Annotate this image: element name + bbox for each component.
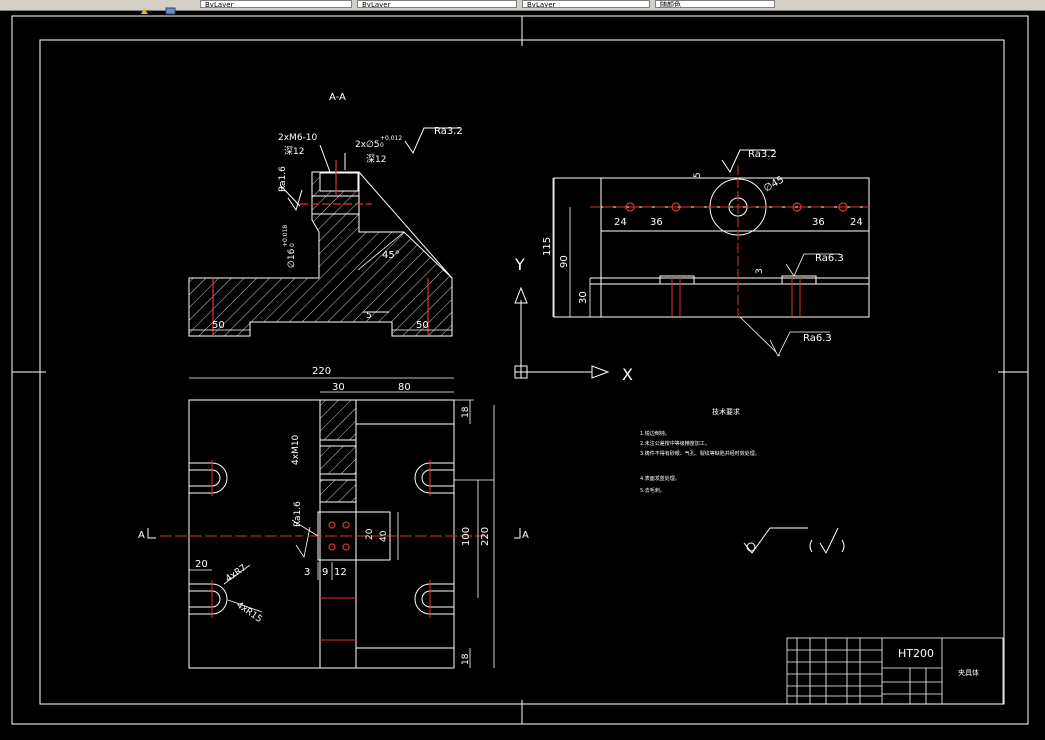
note-3: 3.铸件不得有砂眼、气孔、裂纹等缺陷并经时效处理。 (640, 450, 760, 457)
note-4: 4.表面发蓝处理。 (640, 475, 680, 482)
dim-18-top: 18 (461, 406, 471, 418)
dim-80-top: 80 (398, 382, 411, 393)
roughness-b: Ra1.6 (278, 166, 288, 192)
drawing-canvas[interactable]: A-A 2xM6-10 深12 2x∅5 +0.012 0 深12 Ra3.2 … (0, 11, 1045, 736)
dim-20-left: 20 (195, 559, 208, 570)
layer-cube-icon[interactable] (165, 0, 176, 15)
roughness-general (743, 527, 845, 555)
dim-24-right: 24 (850, 217, 863, 228)
notes-title: 技术要求 (712, 407, 740, 416)
angle-label: 45° (382, 250, 400, 261)
layer-state-icon[interactable] (140, 0, 149, 14)
front-red-lines (590, 165, 870, 320)
dim-50-right: 50 (416, 320, 429, 331)
front-dims (552, 178, 840, 357)
layer-toolbar: ByLayer ByLayer ByLayer 随颜色 (0, 0, 1045, 15)
dia16-tol: +0.018 (282, 225, 289, 247)
dim-115: 115 (542, 237, 553, 256)
part-name-label: 夹具体 (958, 668, 979, 677)
dim-4xm10: 4xM10 (291, 434, 301, 465)
plan-holes (328, 521, 350, 551)
dim-3-b: 3 (304, 567, 310, 578)
dia16-label: ∅16 (287, 248, 297, 268)
front-holes (625, 202, 848, 212)
dim-30: 30 (578, 291, 589, 304)
lineweight-select[interactable]: ByLayer (357, 0, 517, 8)
plan-dims (189, 377, 495, 668)
dim-40: 40 (379, 530, 389, 542)
dim-20: 20 (365, 528, 375, 540)
dim-5: 5 (366, 311, 372, 321)
dia45-label: ∅45 (762, 174, 786, 194)
center-marks (12, 16, 1028, 724)
axis-y-label: Y (514, 255, 525, 274)
axis-x-label: X (622, 365, 633, 384)
dim-220-side: 220 (480, 527, 491, 546)
color-select[interactable]: 随颜色 (655, 0, 775, 8)
pin-note: 2x∅5 (355, 140, 380, 150)
roughness-symbol (279, 127, 460, 212)
roughness-e: Ra6.3 (803, 333, 832, 344)
note-2: 2.未注公差按中等级精度加工。 (640, 440, 710, 447)
note-1: 1.锐边倒钝。 (640, 430, 670, 437)
dim-50-left: 50 (212, 320, 225, 331)
section-arrows (147, 528, 521, 539)
pin-tol: +0.012 (380, 135, 402, 142)
sheet-border (11, 15, 1029, 725)
dim-4xr15: 4xR15 (234, 600, 263, 625)
cad-drawing[interactable]: A-A 2xM6-10 深12 2x∅5 +0.012 0 深12 Ra3.2 … (0, 11, 1045, 736)
section-marker-left: A (138, 530, 145, 541)
pin-depth: 深12 (366, 154, 386, 165)
dim-18-bottom: 18 (461, 653, 471, 665)
roughness-a: Ra3.2 (434, 126, 463, 137)
roughness-c: Ra3.2 (748, 149, 777, 160)
linetype-select[interactable]: ByLayer (200, 0, 352, 8)
plan-red-lines (160, 460, 490, 641)
thread-note: 2xM6-10 (278, 133, 318, 143)
section-view (188, 171, 453, 337)
plan-view (188, 399, 455, 669)
dim-90: 90 (559, 255, 570, 268)
material-label: HT200 (898, 647, 934, 660)
dim-5-top: 5 (693, 172, 703, 178)
plotstyle-select[interactable]: ByLayer (522, 0, 650, 8)
dim-4xr7: 4xR7 (224, 563, 249, 584)
thread-depth: 深12 (284, 146, 304, 157)
dim-24-left: 24 (614, 217, 627, 228)
section-label: A-A (329, 92, 346, 103)
dim-30-top: 30 (332, 382, 345, 393)
dim-100: 100 (461, 527, 472, 546)
dim-220-top: 220 (312, 366, 331, 377)
ucs-icon (514, 286, 610, 379)
roughness-f: Ra1.6 (293, 501, 303, 527)
dia16-tol-low: 0 (289, 243, 296, 247)
dim-36-left: 36 (650, 217, 663, 228)
section-red-lines (212, 160, 429, 336)
dim-12: 12 (334, 567, 347, 578)
roughness-d: Ra6.3 (815, 253, 844, 264)
title-block (786, 637, 1004, 705)
front-view (553, 177, 870, 318)
note-5: 5.去毛刺。 (640, 487, 665, 494)
dim-3: 3 (755, 268, 765, 274)
dim-36-right: 36 (812, 217, 825, 228)
pin-tol-low: 0 (380, 142, 384, 149)
dim-9: 9 (322, 567, 328, 578)
section-marker-right: A (522, 530, 529, 541)
